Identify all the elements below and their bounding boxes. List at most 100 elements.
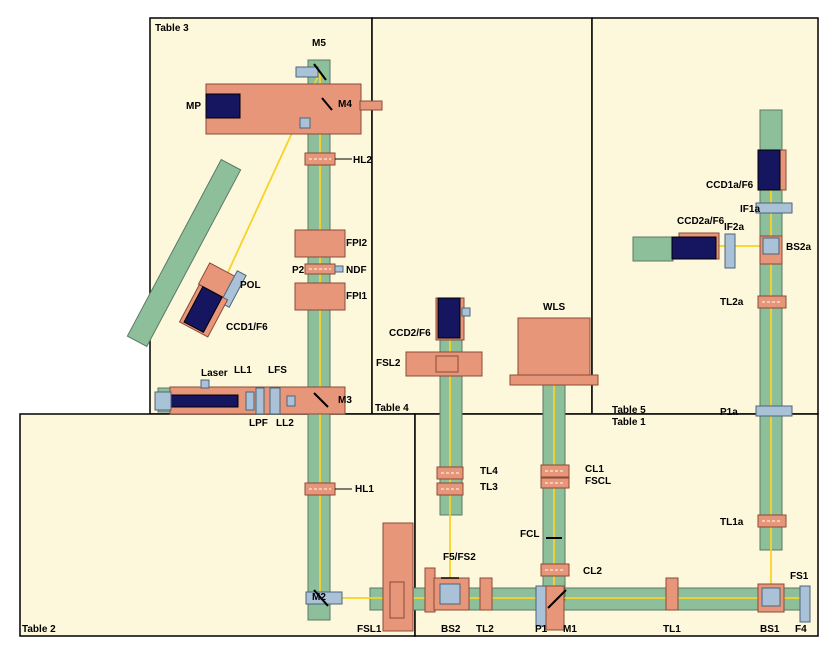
ccd2-knob (461, 307, 471, 317)
fpi1-housing (294, 282, 346, 311)
p1a-polarizer (755, 405, 793, 417)
m2-mount (305, 591, 343, 605)
label-FCL: FCL (520, 529, 539, 540)
label-NDF: NDF (346, 265, 367, 276)
tl4-mount (436, 466, 464, 480)
label-FS1: FS1 (790, 571, 809, 582)
label-HL1: HL1 (355, 484, 374, 495)
ll1-lens (245, 391, 255, 411)
if1a-filter (755, 202, 793, 214)
rail-vertical-left (307, 59, 331, 621)
table-3-label: Table 3 (155, 23, 189, 34)
ccd2-camera (437, 297, 461, 339)
lfs-stage (269, 387, 281, 415)
fsl2-inner (435, 355, 459, 373)
table-1-label: Table 1 (612, 417, 646, 428)
table-5-label: Table 5 (612, 405, 646, 416)
label-CCD2aF6: CCD2a/F6 (677, 216, 725, 227)
label-TL3: TL3 (480, 482, 498, 493)
if2a-filter (724, 233, 736, 269)
label-TL1: TL1 (663, 624, 681, 635)
label-CCD2F6: CCD2/F6 (389, 328, 431, 339)
label-M3: M3 (338, 395, 352, 406)
label-TL2: TL2 (476, 624, 494, 635)
fpi2-housing (294, 229, 346, 258)
label-TL2a: TL2a (720, 297, 744, 308)
label-TL4: TL4 (480, 466, 498, 477)
label-MP: MP (186, 101, 201, 112)
label-IF1a: IF1a (740, 204, 760, 215)
table-2 (19, 413, 416, 637)
table-4-label: Table 4 (375, 403, 409, 414)
tl2-mount (479, 577, 493, 611)
m4-mirror (321, 97, 333, 111)
label-HL2: HL2 (353, 155, 372, 166)
table1-components: TL4 TL3 WLS CL1 FSCL FCL CL2 F5/FS2 BS2 … (424, 302, 811, 635)
label-FSL2: FSL2 (376, 358, 401, 369)
label-LL1: LL1 (234, 365, 252, 376)
ccd1a-camera (757, 149, 781, 191)
tl1-mount (665, 577, 679, 611)
rail-pol-diagonal (126, 158, 242, 348)
label-F5FS2: F5/FS2 (443, 552, 476, 563)
laser-tube (169, 394, 239, 408)
label-FPI1: FPI1 (346, 291, 368, 302)
label-FSCL: FSCL (585, 476, 611, 487)
label-M2: M2 (312, 592, 326, 603)
label-FSL1: FSL1 (357, 624, 382, 635)
label-P1: P1 (535, 624, 548, 635)
ccd1-assembly (178, 284, 229, 338)
label-CL1: CL1 (585, 464, 604, 475)
table-2-label: Table 2 (22, 624, 56, 635)
label-LFS: LFS (268, 365, 287, 376)
bs2a-cube (762, 237, 780, 255)
m1-mirror (547, 589, 567, 609)
label-Laser: Laser (201, 368, 228, 379)
rail-ccd2a (632, 236, 674, 262)
wls-housing (517, 317, 591, 381)
label-F4: F4 (795, 624, 807, 635)
m2-mirror (313, 589, 329, 607)
label-LL2: LL2 (276, 418, 294, 429)
mp-tab (359, 100, 383, 111)
table5-components: CCD1a/F6 IF1a CCD2a/F6 IF2a BS2a TL2a P1… (671, 149, 811, 528)
label-M1: M1 (563, 624, 577, 635)
label-WLS: WLS (543, 302, 566, 313)
m4-knob (299, 117, 311, 129)
label-BS1: BS1 (760, 624, 780, 635)
ccd2a-camera (671, 236, 717, 260)
ll2-lens (286, 395, 296, 407)
label-LPF: LPF (249, 418, 268, 429)
label-TL1a: TL1a (720, 517, 744, 528)
bs1-cube (761, 587, 781, 607)
m3-mirror (313, 392, 329, 408)
fsl1-inner (389, 581, 405, 619)
label-M5: M5 (312, 38, 326, 49)
lpf-filter (255, 387, 265, 415)
label-BS2: BS2 (441, 624, 461, 635)
label-CCD1aF6: CCD1a/F6 (706, 180, 754, 191)
m5-mirror (313, 63, 327, 81)
fs1-stage (799, 585, 811, 623)
table-3 (149, 17, 373, 415)
wls-base (509, 374, 599, 386)
laser-knob (200, 379, 210, 389)
label-POL: POL (240, 280, 261, 291)
bs2-cube (439, 583, 461, 605)
p1-polarizer (535, 585, 547, 627)
table2-components: HL1 M2 FSL1 (304, 482, 414, 635)
m5-mount (295, 66, 319, 78)
label-BS2a: BS2a (786, 242, 811, 253)
label-M4: M4 (338, 99, 352, 110)
label-P2: P2 (292, 265, 305, 276)
laser-endcap (154, 391, 172, 411)
label-P1a: P1a (720, 407, 738, 418)
label-CCD1F6: CCD1/F6 (226, 322, 268, 333)
ndf-knob (334, 265, 344, 273)
table3-components: M5 MP M4 HL2 FPI2 P2 NDF FPI1 POL CCD1/F… (154, 38, 383, 429)
tl3-mount (436, 482, 464, 496)
table4-components: CCD2/F6 FSL2 (376, 297, 483, 377)
label-FPI2: FPI2 (346, 238, 368, 249)
